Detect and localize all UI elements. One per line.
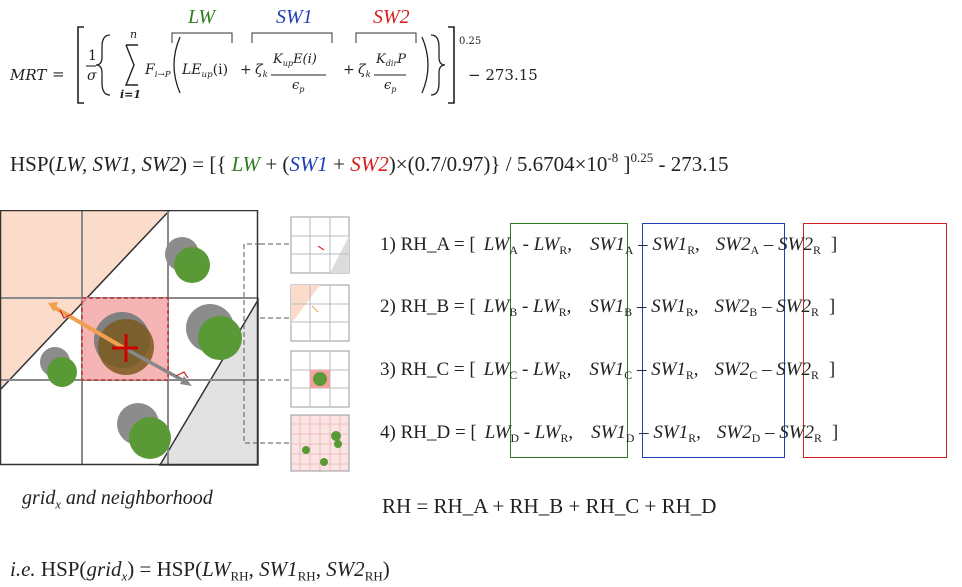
mrt-label-lw: LW (188, 6, 216, 28)
mrt-plus-2: + (343, 62, 355, 78)
rh-sw2-term: SW2C – SW2R (714, 359, 819, 383)
ie-formula: i.e. HSP(gridx) = HSP(LWRH, SW1RH, SW2RH… (10, 557, 390, 584)
rh-sw1-term: SW1C – SW1R, (589, 359, 699, 383)
rh-row-close: ] (830, 234, 838, 255)
lw-group-box (510, 223, 628, 458)
rh-row-label: 3) RH_C = [ (380, 359, 476, 380)
mrt-frac-num: 1 (88, 48, 97, 64)
rh-row-close: ] (828, 296, 836, 317)
thumbnail-a (290, 216, 350, 274)
mrt-zeta-1: ζk (255, 62, 268, 81)
mrt-kup: KupE(i) (273, 52, 317, 68)
mrt-sum-bottom: i=1 (120, 88, 142, 101)
grid-neighborhood-diagram (0, 210, 259, 466)
thumbnail-column (290, 216, 350, 472)
trees (40, 237, 242, 459)
mrt-eq: = (52, 65, 65, 83)
sw1-group-box (642, 223, 785, 458)
hsp-sw2: SW2 (350, 152, 389, 176)
mrt-lhs: MRT (10, 66, 47, 84)
rh-row: 3) RH_C = [ LWC - LWR, SW1C – SW1R, SW2C – … (380, 359, 835, 381)
rh-sw2-term: SW2B – SW2R (714, 296, 819, 320)
rh-sw2-term: SW2D – SW2R (716, 422, 822, 446)
mrt-brackets (77, 26, 455, 104)
mrt-plus-1: + (240, 62, 252, 78)
hsp-formula: HSP(LW, SW1, SW2) = [{ LW + (SW1 + SW2)×… (10, 149, 729, 176)
rh-row-label: 2) RH_B = [ (380, 296, 476, 317)
mrt-sum-top: n (130, 28, 138, 41)
mrt-kdir: KdirP (376, 52, 407, 68)
mrt-eps-2: ϵp (384, 78, 397, 94)
rh-lw-term: LWA - LWR, (483, 234, 573, 258)
mrt-label-sw1: SW1 (276, 6, 313, 28)
grid-caption: gridx and neighborhood (22, 487, 213, 512)
rh-sw1-term: SW1B – SW1R, (589, 296, 699, 320)
rh-sw2-term: SW2A – SW2R (715, 234, 821, 258)
rh-row-close: ] (828, 359, 836, 380)
rh-row-label: 1) RH_A = [ (380, 234, 476, 255)
hsp-sw1: SW1 (289, 152, 328, 176)
rh-sum: RH = RH_A + RH_B + RH_C + RH_D (382, 494, 717, 518)
rh-row: 1) RH_A = [ LWA - LWR, SW1A – SW1R, SW2A – … (380, 234, 837, 256)
rh-row-label: 4) RH_D = [ (380, 422, 477, 443)
dashed-brace (243, 243, 290, 444)
mrt-le-term: LEup(i) (182, 62, 229, 81)
arrow-to-gray (123, 346, 187, 384)
mrt-tail: − 273.15 (468, 66, 538, 84)
mrt-label-sw2: SW2 (373, 6, 410, 28)
mrt-exponent: 0.25 (459, 36, 482, 47)
mrt-f: Fi→P (145, 62, 171, 81)
rh-sw1-term: SW1D – SW1R, (591, 422, 701, 446)
thumbnail-b (290, 284, 350, 342)
sw2-group-box (803, 223, 947, 458)
thumbnail-c (290, 350, 350, 408)
mrt-frac-den: σ (87, 68, 97, 84)
hsp-lw: LW (231, 152, 261, 176)
rh-row-close: ] (831, 422, 839, 443)
rh-row: 2) RH_B = [ LWB - LWR, SW1B – SW1R, SW2B – … (380, 296, 835, 318)
rh-sw1-term: SW1A – SW1R, (590, 234, 700, 258)
rh-lw-term: LWB - LWR, (483, 296, 572, 320)
rh-lw-term: LWC - LWR, (483, 359, 572, 383)
rh-row: 4) RH_D = [ LWD - LWR, SW1D – SW1R, SW2D – … (380, 422, 838, 444)
mrt-eps-1: ϵp (292, 78, 305, 94)
arrow-to-peach (50, 304, 126, 350)
rh-lw-term: LWD - LWR, (484, 422, 574, 446)
mrt-zeta-2: ζk (358, 62, 371, 81)
thumbnail-d (290, 414, 350, 472)
grid-border (0, 210, 259, 466)
